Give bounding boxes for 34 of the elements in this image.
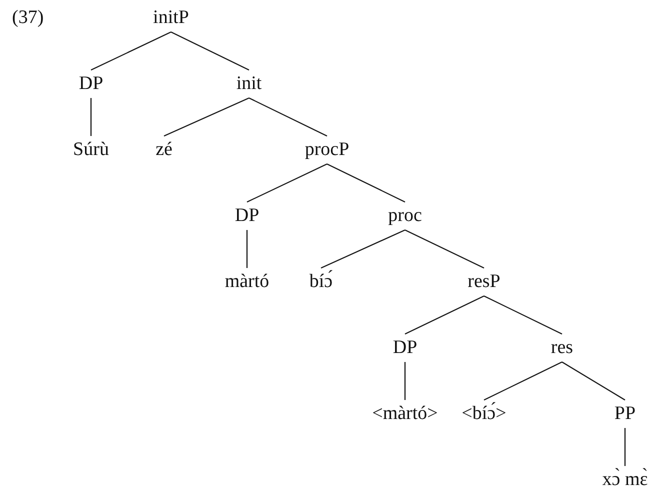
- tree-node-label: bíɔ́: [309, 270, 333, 294]
- tree-node-label: Súrù: [73, 138, 109, 162]
- tree-node-label: DP: [392, 336, 418, 360]
- tree-branch: [624, 428, 626, 466]
- tree-node-label: <bíɔ́>: [462, 402, 506, 426]
- tree-node-label: zé: [156, 138, 172, 162]
- tree-branch: [248, 98, 328, 136]
- tree-branch: [90, 32, 172, 70]
- tree-branch: [164, 98, 250, 136]
- tree-node-label: procP: [304, 138, 350, 162]
- tree-node-label: initP: [153, 6, 189, 30]
- tree-node-label: DP: [234, 204, 260, 228]
- tree-branch: [562, 362, 626, 400]
- example-number: (37): [12, 6, 44, 30]
- tree-node-label: DP: [78, 72, 104, 96]
- tree-branch: [404, 296, 484, 334]
- tree-node-label: xɔ̀ mɛ̀: [602, 468, 648, 492]
- tree-node-label: PP: [614, 402, 636, 426]
- tree-node-label: màrtó: [224, 270, 270, 294]
- tree-branch: [484, 296, 562, 334]
- tree-branch: [326, 164, 406, 202]
- tree-branch: [404, 362, 406, 400]
- tree-branch: [90, 98, 92, 136]
- tree-node-label: init: [236, 72, 262, 96]
- tree-node-label: res: [550, 336, 574, 360]
- tree-node-label: resP: [468, 270, 500, 294]
- tree-branch: [170, 32, 250, 70]
- tree-branch: [484, 362, 562, 400]
- tree-node-label: <màrtó>: [372, 402, 438, 426]
- tree-node-label: proc: [388, 204, 422, 228]
- tree-branch: [246, 164, 328, 202]
- tree-branch: [404, 230, 484, 268]
- tree-branch: [320, 230, 406, 268]
- tree-branch: [246, 230, 248, 268]
